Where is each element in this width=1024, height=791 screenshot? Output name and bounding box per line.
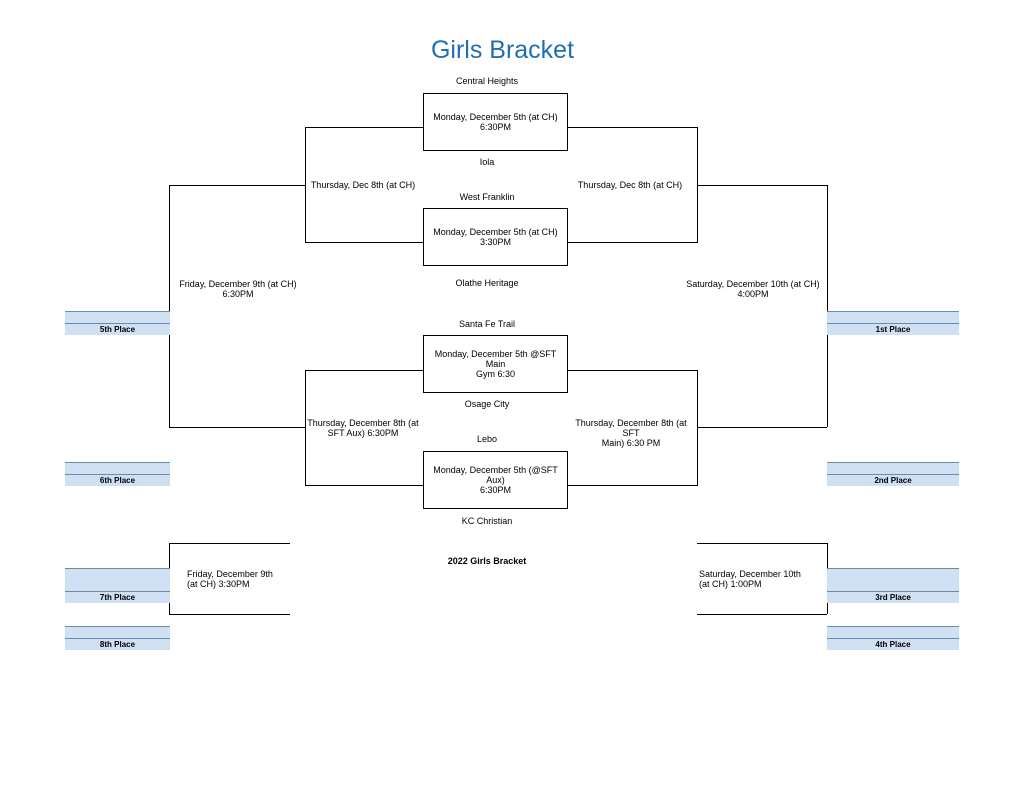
place-cell-8th: 8th Place <box>65 626 170 650</box>
bracket-line <box>169 185 170 427</box>
bracket-line <box>169 543 290 544</box>
game-4-date: Monday, December 5th (@SFT Aux) <box>433 465 558 485</box>
sf-right-label: Saturday, December 10th (at CH)4:00PM <box>686 279 820 299</box>
bracket-line <box>697 614 827 615</box>
place-cell-5th: 5th Place <box>65 311 170 335</box>
bracket-line <box>567 485 698 486</box>
game-3-time: Gym 6:30 <box>475 369 515 379</box>
team-iola: Iola <box>479 157 495 167</box>
bracket-line <box>697 427 827 428</box>
game-3-date: Monday, December 5th @SFT Main <box>434 349 557 369</box>
team-west-franklin: West Franklin <box>459 192 515 202</box>
bracket-line <box>169 427 305 428</box>
place-cell-3rd: 3rd Place <box>827 568 959 603</box>
bracket-line <box>305 370 306 485</box>
team-olathe-heritage: Olathe Heritage <box>455 278 519 288</box>
qf-left-top-label: Thursday, Dec 8th (at CH) <box>310 180 416 190</box>
place-cell-2nd: 2nd Place <box>827 462 959 486</box>
team-santa-fe-trail: Santa Fe Trail <box>458 319 516 329</box>
bracket-line <box>305 370 423 371</box>
bracket-line <box>169 185 305 186</box>
place-cell-1st: 1st Place <box>827 311 959 335</box>
sf-left-label: Friday, December 9th (at CH)6:30PM <box>179 279 297 299</box>
game-1-time: 6:30PM <box>479 122 511 132</box>
place-cell-4th: 4th Place <box>827 626 959 650</box>
bracket-line <box>567 370 698 371</box>
bracket-line <box>567 242 698 243</box>
place-cell-6th: 6th Place <box>65 462 170 486</box>
bracket-line <box>169 614 290 615</box>
game-2-date: Monday, December 5th (at CH) <box>433 227 558 237</box>
bracket-line <box>697 127 698 242</box>
qf-right-top-label: Thursday, Dec 8th (at CH) <box>577 180 683 190</box>
page-title: Girls Bracket <box>430 36 575 64</box>
game-2-time: 3:30PM <box>479 237 511 247</box>
game-1-date: Monday, December 5th (at CH) <box>433 112 558 122</box>
bracket-line <box>305 485 423 486</box>
game-box-1: Monday, December 5th (at CH)6:30PM <box>423 93 568 151</box>
cons-left-label: Friday, December 9th(at CH) 3:30PM <box>187 569 273 589</box>
footer-title: 2022 Girls Bracket <box>447 556 527 566</box>
place-cell-7th: 7th Place <box>65 568 170 603</box>
team-kc-christian: KC Christian <box>461 516 513 526</box>
cons-right-label: Saturday, December 10th(at CH) 1:00PM <box>699 569 801 589</box>
bracket-line <box>305 242 423 243</box>
game-box-4: Monday, December 5th (@SFT Aux)6:30PM <box>423 451 568 509</box>
game-4-time: 6:30PM <box>479 485 512 495</box>
team-central-heights: Central Heights <box>455 76 519 86</box>
bracket-line <box>697 543 827 544</box>
game-box-2: Monday, December 5th (at CH)3:30PM <box>423 208 568 266</box>
team-lebo: Lebo <box>476 434 498 444</box>
bracket-line <box>827 185 828 427</box>
bracket-line <box>305 127 423 128</box>
bracket-line <box>567 127 698 128</box>
bracket-line <box>697 185 827 186</box>
bracket-line <box>305 127 306 242</box>
team-osage-city: Osage City <box>464 399 510 409</box>
